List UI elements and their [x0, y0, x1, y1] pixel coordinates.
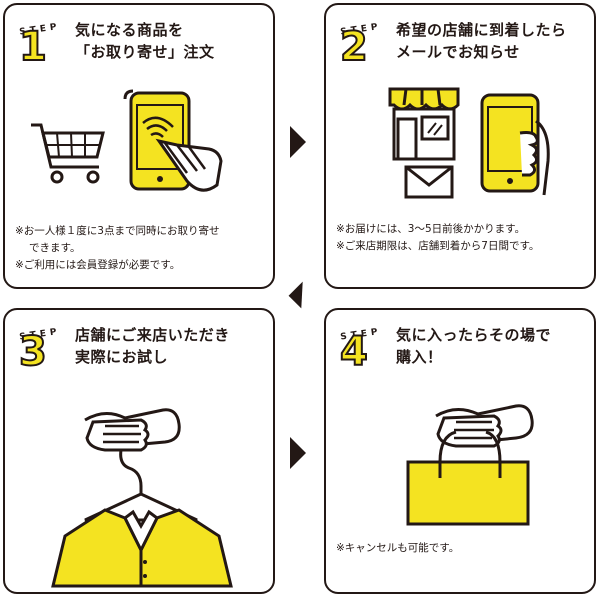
hand-shopping-bag-icon	[406, 404, 534, 526]
step-title: 気になる商品を 「お取り寄せ」注文	[75, 21, 215, 61]
step-label-text: STEP	[19, 22, 61, 35]
note-line: ※お届けには、3〜5日前後かかります。	[336, 223, 526, 235]
step-title: 店舗にご来店いただき 実際にお試し	[75, 326, 230, 366]
next-arrow-icon	[290, 437, 306, 469]
step-label: STEP	[19, 22, 61, 35]
step-title: 気に入ったらその場で 購入！	[396, 326, 552, 366]
step-label: STEP	[19, 327, 61, 340]
note-line: できます。	[29, 242, 81, 254]
note-line: ※キャンセルも可能です。	[336, 542, 460, 554]
step-label-text: STEP	[19, 327, 61, 340]
note-line: ※お一人様１度に3点まで同時にお取り寄せ	[15, 225, 220, 237]
step-label: STEP	[340, 327, 382, 340]
step-number: 3	[18, 329, 48, 375]
step-number: 2	[339, 24, 369, 70]
smartphone-hand-icon	[480, 93, 550, 196]
next-arrow-icon	[290, 126, 306, 158]
step-label: STEP	[340, 22, 382, 35]
step-1-card: STEP 1 気になる商品を 「お取り寄せ」注文 ※お一人様１度に3点まで同時に…	[3, 3, 275, 289]
note-line: ※ご利用には会員登録が必要です。	[15, 259, 181, 271]
step-2-card: STEP 2 希望の店舗に到着したら メールでお知らせ ※お届けには、3〜5日前…	[324, 3, 596, 289]
step-number: 1	[18, 24, 48, 70]
diagonal-arrow-icon	[288, 281, 316, 309]
step-notes: ※お届けには、3〜5日前後かかります。 ※ご来店期限は、店舗到着から7日間です。	[336, 221, 591, 255]
store-icon	[388, 87, 460, 161]
step-number: 4	[339, 329, 369, 375]
step-label-text: STEP	[340, 327, 382, 340]
step-title: 希望の店舗に到着したら メールでお知らせ	[396, 21, 567, 61]
note-line: ※ご来店期限は、店舗到着から7日間です。	[336, 240, 540, 252]
step-4-card: STEP 4 気に入ったらその場で 購入！ ※キャンセルも可能です。	[324, 308, 596, 594]
step-notes: ※キャンセルも可能です。	[336, 540, 591, 557]
step-3-card: STEP 3 店舗にご来店いただき 実際にお試し	[3, 308, 275, 594]
mail-icon	[404, 165, 454, 199]
smartphone-tap-icon	[123, 89, 223, 192]
hand-hanger-shirt-icon	[51, 408, 233, 588]
step-notes: ※お一人様１度に3点まで同時にお取り寄せ できます。 ※ご利用には会員登録が必要…	[15, 223, 270, 274]
shopping-cart-icon	[31, 123, 105, 184]
step-label-text: STEP	[340, 22, 382, 35]
